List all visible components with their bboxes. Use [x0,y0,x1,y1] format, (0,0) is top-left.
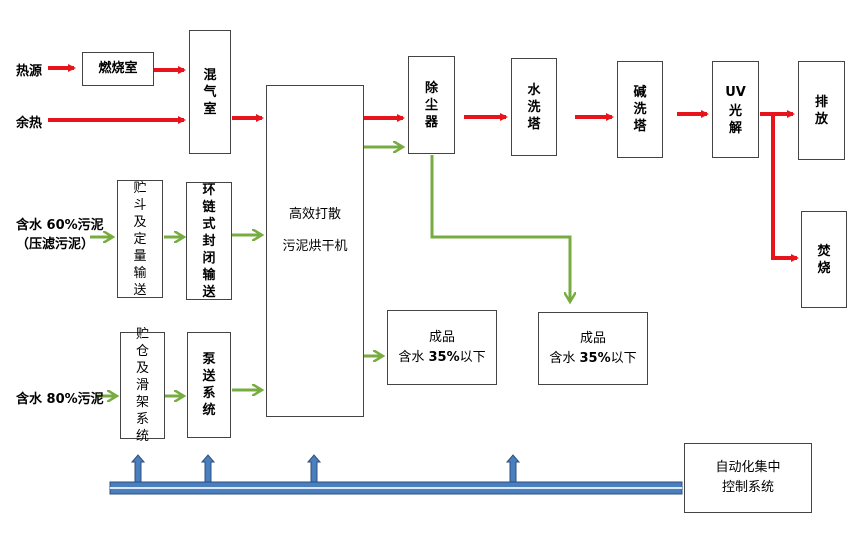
product-1-spec: 含水 35%以下 [398,348,485,368]
waste-heat-label: 余热 [16,116,43,131]
combustion-chamber-box: 燃烧室 [82,52,154,86]
sludge-60-line2: （压滤污泥） [16,237,95,252]
discharge-label: 排放 [814,94,828,127]
pump-system-label: 泵送系统 [202,352,216,418]
heat-source-label: 热源 [16,64,43,79]
hopper-metering-label: 贮斗及定量输送 [133,180,147,298]
dryer-label-line1: 高效打散 [288,207,341,222]
incineration-box: 焚烧 [801,211,847,308]
alkali-scrubber-box: 碱洗塔 [617,61,663,158]
uv-label: UV [725,84,746,100]
bus-arrow-2 [200,454,216,483]
ring-chain-conveyor-box: 环链式封闭输送 [186,182,232,300]
ring-chain-conveyor-label: 环链式封闭输送 [202,182,216,300]
product-1-spec-prefix: 含水 [398,349,429,365]
water-scrubber-label: 水洗塔 [527,82,541,132]
sludge-80-label: 含水 80%污泥 [16,392,104,407]
photolysis-label: 光解 [728,103,742,136]
gas-mixing-chamber-label: 混气室 [203,67,217,117]
product-box-1: 成品 含水 35%以下 [387,310,497,385]
arrow-dust-to-product2 [430,155,570,302]
dryer-box: 高效打散 污泥烘干机 [266,85,364,417]
dust-collector-box: 除尘器 [408,56,455,154]
combustion-chamber-label: 燃烧室 [98,61,138,76]
product-1-spec-value: 35% [428,349,460,365]
gas-mixing-chamber-box: 混气室 [189,30,231,154]
bin-slide-frame-label: 贮仓及滑架系统 [135,327,149,444]
bus-up-arrows [130,454,521,483]
control-system-line1: 自动化集中 [715,460,781,475]
sludge-60-line1: 含水 60%污泥 [16,218,104,233]
dust-collector-label: 除尘器 [424,80,438,130]
pump-system-box: 泵送系统 [187,332,231,438]
alkali-scrubber-label: 碱洗塔 [633,85,647,134]
control-system-box: 自动化集中 控制系统 [684,443,812,513]
arrow-uv-to-incineration [771,114,799,262]
product-1-spec-suffix: 以下 [459,349,486,365]
product-2-spec-suffix: 以下 [610,350,637,366]
dryer-label-line2: 污泥烘干机 [282,239,348,254]
discharge-box: 排放 [798,61,845,160]
control-bus [109,481,683,495]
bus-arrow-4 [505,454,521,483]
bus-arrow-3 [306,454,322,483]
product-2-title: 成品 [579,330,606,346]
product-1-title: 成品 [428,329,455,345]
product-2-spec: 含水 35%以下 [549,349,636,369]
uv-photolysis-box: UV 光解 [712,61,759,158]
sludge-60-label: 含水 60%污泥 （压滤污泥） [16,216,104,254]
product-2-spec-prefix: 含水 [549,350,580,366]
hopper-metering-box: 贮斗及定量输送 [117,180,163,298]
product-2-spec-value: 35% [579,350,611,366]
bin-slide-frame-box: 贮仓及滑架系统 [120,327,165,444]
control-system-line2: 控制系统 [721,480,774,495]
water-scrubber-box: 水洗塔 [511,58,557,156]
product-box-2: 成品 含水 35%以下 [538,312,648,385]
bus-arrow-1 [130,454,146,483]
incineration-label: 焚烧 [817,243,831,276]
